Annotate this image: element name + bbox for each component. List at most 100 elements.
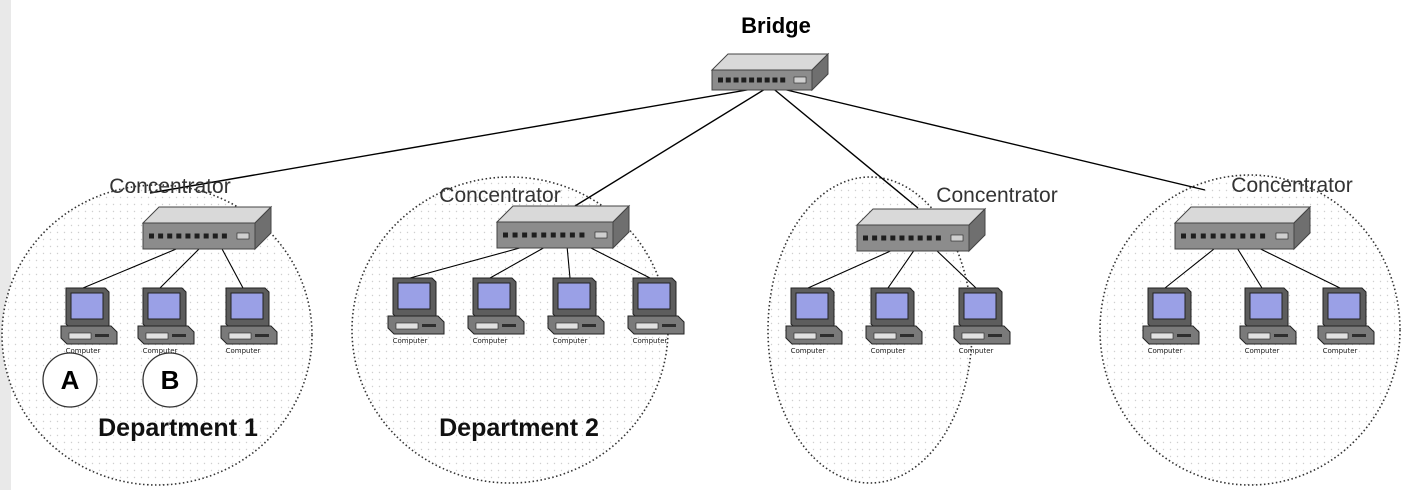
computer-icon [467, 277, 525, 335]
computer-label: Computer [226, 347, 261, 355]
department-label: Department 2 [439, 414, 599, 442]
hub-led-panel [236, 232, 250, 240]
hub-port [1210, 233, 1216, 239]
hub-link [489, 245, 548, 279]
hub-port [1260, 233, 1266, 239]
computer-label: Computer [1245, 347, 1280, 355]
monitor-screen [875, 292, 909, 320]
computer-label: Computer [633, 337, 668, 345]
computer-icon [137, 287, 195, 345]
computer-label: Computer [1148, 347, 1183, 355]
computer-icon [1317, 287, 1375, 345]
hub-port [560, 232, 566, 238]
monitor-screen [795, 292, 829, 320]
hub-port [212, 233, 218, 239]
hub-port [872, 235, 878, 241]
hub-port [1190, 233, 1196, 239]
drive-slot [1177, 334, 1191, 337]
hub-led-panel [793, 76, 807, 84]
hub-port [167, 233, 173, 239]
drive-slot [1274, 334, 1288, 337]
computer-label: Computer [553, 337, 588, 345]
computer-label: Computer [143, 347, 178, 355]
drive-bay [1247, 332, 1271, 340]
computer-label: Computer [791, 347, 826, 355]
monitor-screen [1152, 292, 1186, 320]
computer-icon [387, 277, 445, 335]
computer-icon [1142, 287, 1200, 345]
hub-link [82, 246, 182, 289]
hub-link [807, 248, 896, 289]
computer-label: Computer [871, 347, 906, 355]
hub-port [899, 235, 905, 241]
hub-port [935, 235, 941, 241]
hub-link [1256, 246, 1341, 289]
computer-icon [785, 287, 843, 345]
computer-label: Computer [66, 347, 101, 355]
marker-circle [42, 352, 98, 408]
monitor-screen [557, 282, 591, 310]
bridge-link-1 [149, 85, 771, 194]
drive-bay [145, 332, 169, 340]
computer-label: Computer [473, 337, 508, 345]
hub-port [1181, 233, 1186, 239]
concentrator-label: Concentrator [936, 184, 1057, 207]
drive-slot [820, 334, 834, 337]
concentrator-device [1173, 205, 1312, 251]
hub-port [917, 235, 923, 241]
monitor-screen [477, 282, 511, 310]
hub-port [1230, 233, 1236, 239]
hub-link [1236, 246, 1263, 289]
hub-top-face [710, 53, 830, 71]
hub-port [194, 233, 200, 239]
computer-icon [865, 287, 923, 345]
monitor-screen [147, 292, 181, 320]
hub-port [772, 77, 778, 83]
hub-top-face [141, 206, 273, 224]
concentrator-device [141, 205, 273, 251]
hub-port [863, 235, 868, 241]
hub-led-panel [950, 234, 964, 242]
hub-port [531, 232, 537, 238]
monitor-screen [70, 292, 104, 320]
hub-port [749, 77, 755, 83]
hub-front-face [711, 69, 813, 91]
monitor-screen [1327, 292, 1361, 320]
bridge-device [710, 52, 830, 92]
hub-port [881, 235, 887, 241]
drive-bay [1150, 332, 1174, 340]
hub-port [718, 77, 723, 83]
hub-port [1200, 233, 1206, 239]
computer-icon [60, 287, 118, 345]
hub-led-panel [594, 231, 608, 239]
computer-label: Computer [393, 337, 428, 345]
drive-bay [793, 332, 817, 340]
drive-slot [95, 334, 109, 337]
hub-port [756, 77, 762, 83]
drive-bay [961, 332, 985, 340]
drive-bay [873, 332, 897, 340]
computer-icon [220, 287, 278, 345]
drive-slot [662, 324, 676, 327]
hub-top-face [855, 208, 987, 226]
hub-port [522, 232, 528, 238]
hub-port [550, 232, 556, 238]
concentrator-label: Concentrator [1231, 174, 1352, 197]
hub-port [185, 233, 191, 239]
computer-icon [547, 277, 605, 335]
hub-port [741, 77, 747, 83]
hub-top-face [1173, 206, 1312, 224]
hub-port [733, 77, 739, 83]
hub-port [176, 233, 182, 239]
monitor-screen [637, 282, 671, 310]
drive-slot [582, 324, 596, 327]
hub-link [887, 248, 916, 289]
drive-bay [1325, 332, 1349, 340]
monitor-screen [1249, 292, 1283, 320]
monitor-screen [230, 292, 264, 320]
hub-led-panel [1275, 232, 1289, 240]
drive-bay [395, 322, 419, 330]
hub-link [159, 246, 202, 289]
bridge-link-3 [769, 85, 919, 209]
